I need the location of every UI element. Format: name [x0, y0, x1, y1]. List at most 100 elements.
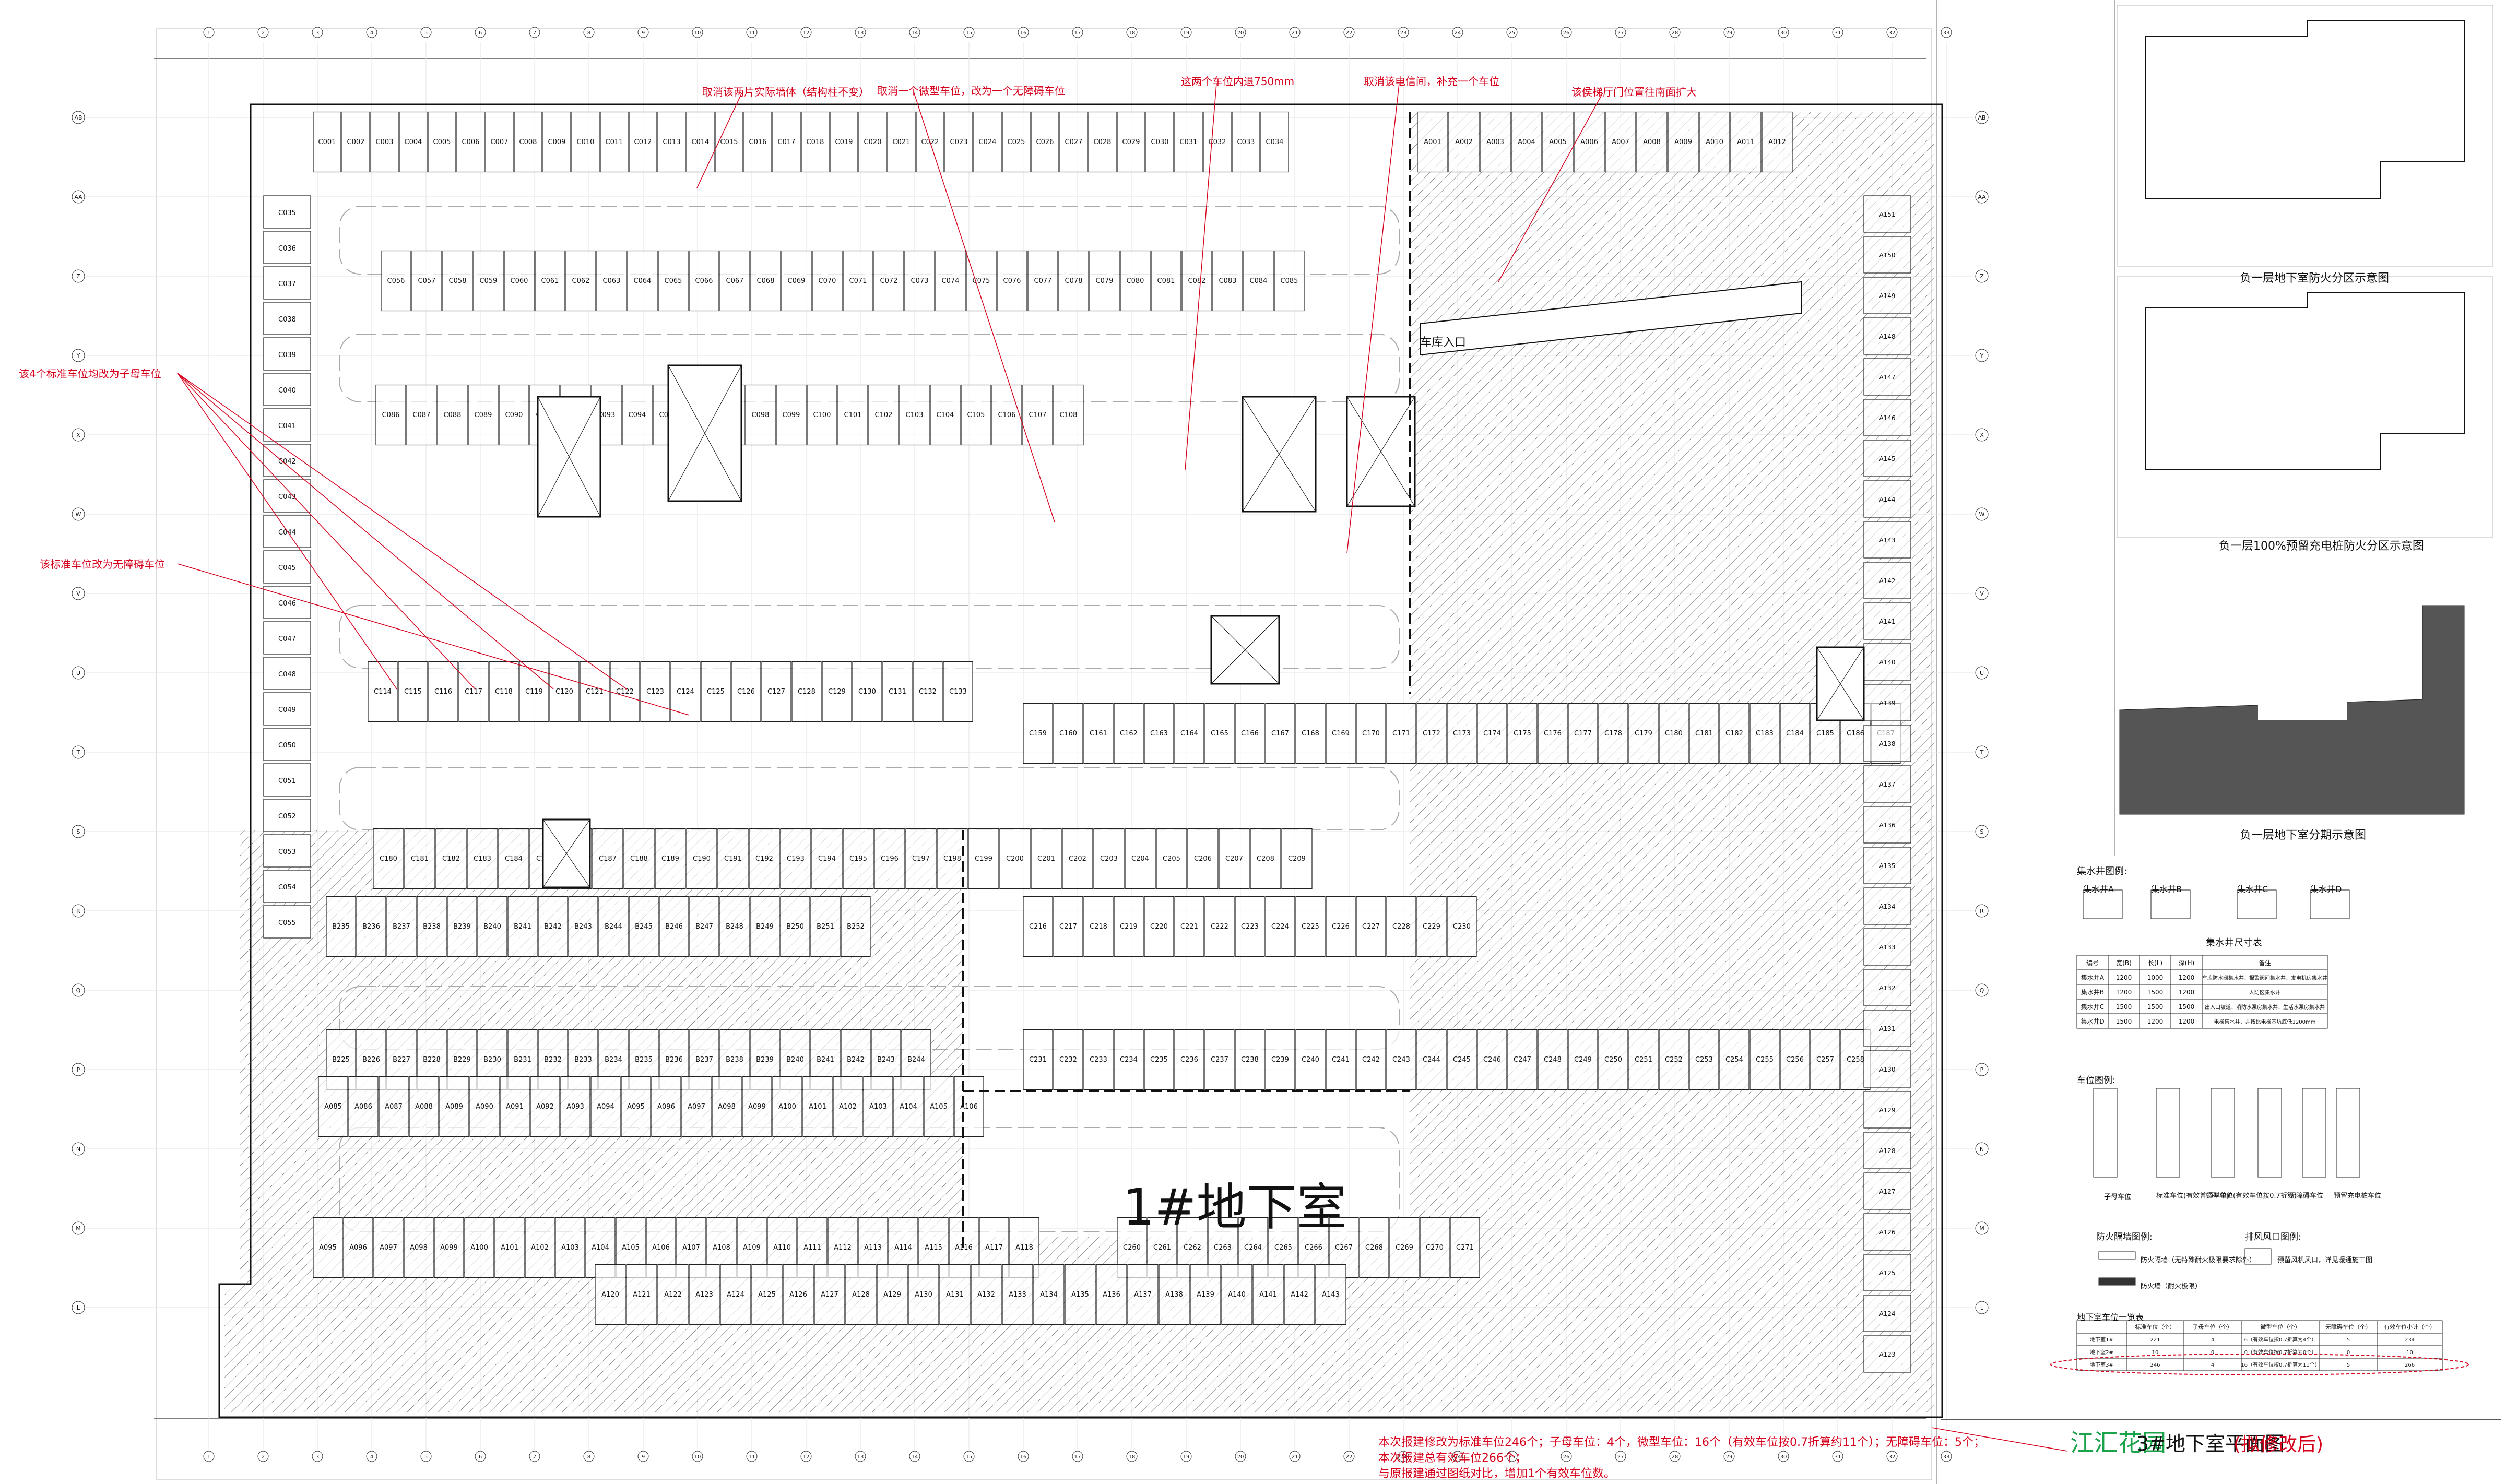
sump-type-a: 集水井A [2083, 884, 2114, 894]
parking-stall [437, 384, 468, 446]
axis-label: W [1979, 511, 1985, 518]
parking-stall [626, 1264, 657, 1325]
axis-label: 21 [1292, 1454, 1298, 1460]
stall-label: C024 [979, 138, 997, 146]
stall-label: A115 [925, 1244, 942, 1252]
parking-stall [560, 1076, 590, 1137]
axis-label: 20 [1237, 1454, 1244, 1460]
axis-bubble [1975, 111, 1989, 124]
stall-label: A146 [1879, 414, 1895, 422]
stall-label: A103 [869, 1103, 887, 1111]
stall-label: C030 [1151, 138, 1169, 146]
axis-bubble [1975, 428, 1989, 442]
stall-label: C208 [1257, 855, 1274, 863]
parking-stall [743, 111, 772, 173]
parking-stall [439, 1076, 469, 1137]
stall-label: A102 [839, 1103, 857, 1111]
parking-stall [715, 111, 743, 173]
sump-type-b: 集水井B [2151, 884, 2182, 894]
parking-stall [263, 408, 311, 442]
legend-tandem: 子母车位 [2104, 1193, 2132, 1201]
stall-label: A002 [1455, 138, 1473, 146]
stall-label: B243 [877, 1056, 895, 1064]
stall-label: C184 [1786, 730, 1804, 738]
parking-stall [504, 250, 535, 312]
sump-table-header: 备注 [2259, 959, 2271, 967]
stall-label: C100 [813, 411, 831, 419]
axis-bubble [1941, 1451, 1952, 1462]
parking-stall [1420, 1217, 1450, 1278]
axis-bubble [1778, 1451, 1789, 1462]
stats-cell: 4 [2211, 1337, 2214, 1343]
axis-label: 29 [1726, 1454, 1733, 1460]
stats-header: 有效车位小计（个） [2384, 1323, 2436, 1331]
sump-type-c: 集水井C [2237, 884, 2268, 894]
stall-label: A131 [1879, 1025, 1895, 1032]
parking-stall [1083, 703, 1114, 764]
parking-stall [1863, 1213, 1911, 1251]
stall-label: C061 [541, 277, 559, 285]
stall-label: C015 [720, 138, 738, 146]
axis-bubble [746, 27, 758, 38]
stall-label: A135 [1879, 862, 1895, 870]
project-name: 江汇花园 [2070, 1429, 2166, 1457]
stall-label: C038 [278, 316, 296, 324]
parking-stall [999, 828, 1031, 889]
stall-label: C255 [1756, 1056, 1774, 1064]
stall-label: C059 [480, 277, 498, 285]
stall-label: C220 [1150, 923, 1168, 931]
annotation-tandem: 该4个标准车位均改为子母车位 [19, 367, 161, 380]
stall-label: A113 [864, 1244, 882, 1252]
parking-stall [1083, 1029, 1114, 1090]
parking-stall [719, 896, 750, 957]
parking-stall [458, 661, 489, 722]
axis-bubble [1235, 1451, 1246, 1462]
axis-label: 10 [694, 30, 701, 36]
stall-label: A109 [743, 1244, 761, 1252]
stall-label: C116 [434, 688, 452, 696]
axis-label: X [76, 432, 80, 438]
sump-table-cell: 1200 [2179, 989, 2195, 996]
stall-label: B226 [362, 1056, 380, 1064]
axis-label: 14 [912, 1454, 918, 1460]
parking-stall [966, 250, 997, 312]
parking-stall [863, 1076, 893, 1137]
parking-stall [1089, 250, 1120, 312]
axis-bubble [1886, 1451, 1898, 1462]
parking-stall [1863, 1132, 1911, 1169]
stall-label: A127 [821, 1291, 838, 1299]
sump-table-cell: 1200 [2116, 974, 2132, 981]
parking-stall [318, 1076, 348, 1137]
parking-stall [1863, 521, 1911, 559]
axis-label: 22 [1346, 1454, 1353, 1460]
parking-stall [1750, 703, 1780, 764]
parking-stall [651, 1076, 681, 1137]
summary-note-1: 本次报建修改为标准车位246个；子母车位：4个，微型车位：16个（有效车位按0.… [1378, 1436, 1985, 1449]
parking-stall [689, 250, 719, 312]
parking-stall [1252, 1264, 1284, 1325]
parking-stall [1127, 1264, 1159, 1325]
stall-label: A140 [1879, 659, 1895, 666]
stall-label: A089 [445, 1103, 463, 1111]
parking-stall [1065, 1264, 1096, 1325]
stall-label: C115 [404, 688, 422, 696]
axis-bubble [1975, 1221, 1989, 1235]
parking-stall [657, 1264, 689, 1325]
stall-label: C127 [767, 688, 785, 696]
stall-label: A090 [476, 1103, 493, 1111]
stall-label: B239 [453, 923, 471, 931]
axis-label: M [1979, 1225, 1984, 1232]
stall-label: C174 [1483, 730, 1501, 738]
parking-stall [1062, 828, 1093, 889]
sump-table-cell: 集水井D [2081, 1017, 2104, 1025]
stall-label: C045 [278, 564, 296, 572]
parking-stall [1203, 111, 1232, 173]
parking-stall [1507, 1029, 1538, 1090]
parking-stall [1568, 703, 1598, 764]
fire-legend-item-2: 防火墙（耐火极限） [2141, 1283, 2202, 1290]
axis-bubble [583, 1451, 595, 1462]
stall-label: A085 [324, 1103, 342, 1111]
stall-label: A107 [682, 1244, 700, 1252]
stall-label: C266 [1305, 1244, 1322, 1252]
stall-label: A100 [778, 1103, 796, 1111]
